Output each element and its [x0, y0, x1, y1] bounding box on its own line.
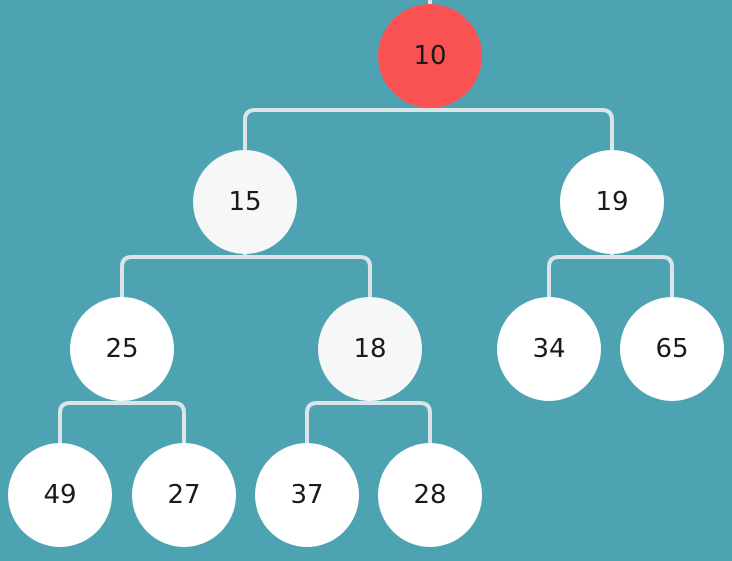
edge-e10-15 — [243, 108, 430, 150]
tree-node-19[interactable]: 19 — [560, 150, 664, 254]
tree-node-label: 19 — [595, 187, 629, 217]
tree-node-label: 25 — [105, 334, 139, 364]
tree-node-label: 27 — [167, 480, 201, 510]
tree-node-label: 65 — [655, 334, 689, 364]
tree-node-label: 15 — [228, 187, 262, 217]
tree-node-28[interactable]: 28 — [378, 443, 482, 547]
tree-node-18[interactable]: 18 — [318, 297, 422, 401]
tree-node-label: 18 — [353, 334, 387, 364]
edge-e25-27 — [122, 401, 186, 443]
tree-node-label: 37 — [290, 480, 324, 510]
tree-node-15[interactable]: 15 — [193, 150, 297, 254]
tree-node-65[interactable]: 65 — [620, 297, 724, 401]
edge-e15-25 — [120, 255, 245, 297]
tree-node-34[interactable]: 34 — [497, 297, 601, 401]
edge-e18-37 — [305, 401, 370, 443]
tree-node-label: 34 — [532, 334, 566, 364]
tree-node-10[interactable]: 10 — [378, 4, 482, 108]
tree-node-25[interactable]: 25 — [70, 297, 174, 401]
edge-e15-18 — [245, 255, 372, 297]
tree-node-label: 10 — [413, 41, 447, 71]
edge-e25-49 — [58, 401, 122, 443]
tree-node-37[interactable]: 37 — [255, 443, 359, 547]
edge-e19-34 — [547, 255, 612, 297]
edge-e18-28 — [370, 401, 432, 443]
tree-node-label: 49 — [43, 480, 77, 510]
tree-node-49[interactable]: 49 — [8, 443, 112, 547]
edge-e19-65 — [612, 255, 674, 297]
edge-e10-19 — [430, 108, 614, 150]
tree-node-label: 28 — [413, 480, 447, 510]
tree-node-27[interactable]: 27 — [132, 443, 236, 547]
